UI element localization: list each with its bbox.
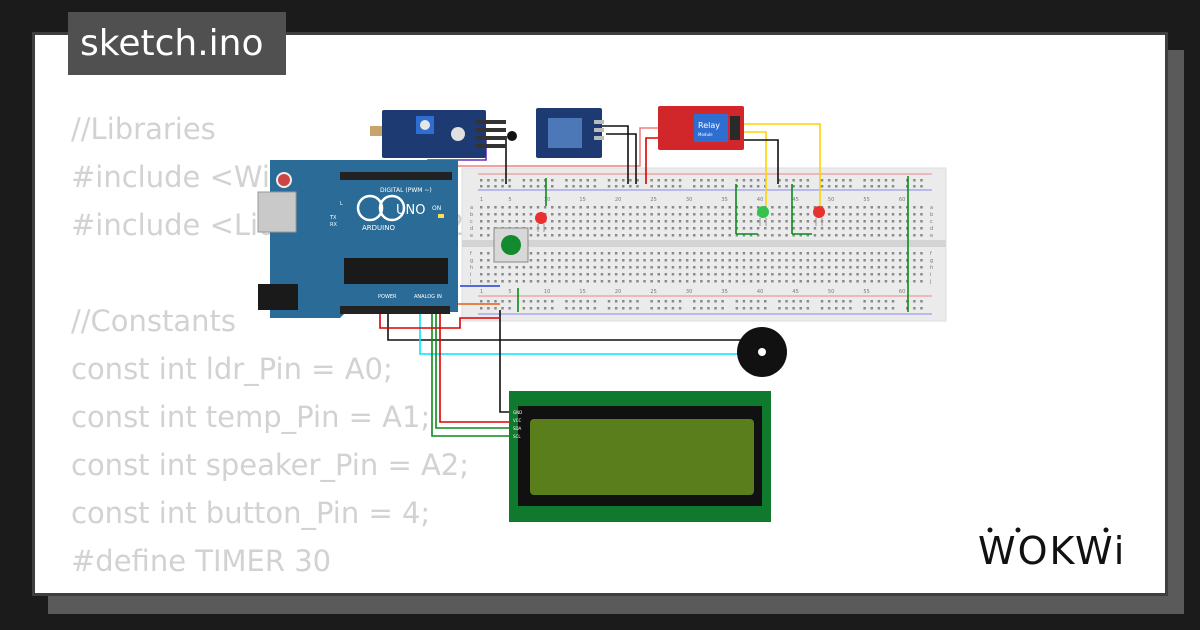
breadboard-column-number: 1: [480, 289, 483, 295]
buzzer: [737, 327, 787, 377]
breadboard-column-number: 35: [721, 289, 727, 295]
code-line: const int button_Pin = 4;: [71, 496, 431, 530]
breadboard-column-number: 55: [863, 197, 869, 203]
usb-port: [257, 191, 297, 233]
breadboard-column-number: 20: [615, 197, 621, 203]
l-label: L: [340, 201, 343, 207]
breadboard-column-number: 60: [899, 289, 905, 295]
code-line: //Libraries: [71, 112, 216, 146]
breadboard-row-letter: e: [470, 233, 473, 239]
breadboard-column-number: 20: [615, 289, 621, 295]
temperature-sensor-module: [507, 108, 604, 158]
breadboard-column-number: 40: [757, 197, 763, 203]
arduino-uno-board: UNO ARDUINO DIGITAL (PWM ~) POWER ANALOG…: [257, 160, 458, 318]
led-red-2: [813, 206, 825, 226]
breadboard-column-number: 1: [480, 197, 483, 203]
digital-header: [340, 172, 452, 180]
breadboard-column-number: 25: [650, 289, 656, 295]
wokwi-logo: WOKWi: [978, 527, 1126, 573]
lcd-display: GND VCC SDA SCL: [509, 391, 771, 522]
breadboard-column-number: 15: [579, 289, 585, 295]
breadboard-row-letter: h: [930, 265, 933, 271]
relay-module: Relay Module: [658, 106, 744, 150]
breadboard-row-letter: i: [470, 272, 471, 278]
breadboard-column-number: 10: [544, 197, 550, 203]
breadboard-row-letter: c: [470, 219, 473, 225]
breadboard-row-letter: b: [930, 212, 933, 218]
code-line: #define TIMER 30: [71, 544, 332, 578]
power-jack: [258, 284, 298, 310]
code-line: //Constants: [71, 304, 237, 338]
breadboard-row-letter: d: [470, 226, 473, 232]
pushbutton: [493, 227, 529, 263]
power-analog-header: [340, 306, 450, 314]
breadboard-row-letter: e: [930, 233, 933, 239]
led-green: [757, 206, 769, 226]
breadboard-row-letter: g: [930, 258, 933, 264]
breadboard-row-letter: a: [470, 205, 473, 211]
analog-header-label: ANALOG IN: [414, 294, 442, 300]
breadboard-column-number: 30: [686, 197, 692, 203]
tx-label: TX: [329, 215, 337, 221]
reset-button: [276, 172, 292, 188]
breadboard-column-number: 60: [899, 197, 905, 203]
svg-text:WOKWi: WOKWi: [978, 529, 1126, 573]
breadboard-column-number: 10: [544, 289, 550, 295]
breadboard-column-number: 5: [508, 289, 511, 295]
board-brand: ARDUINO: [362, 224, 395, 232]
breadboard-row-letter: a: [930, 205, 933, 211]
led-red-1: [535, 212, 547, 232]
breadboard-row-letter: i: [930, 272, 931, 278]
arduino-logo-icon: [356, 194, 384, 222]
breadboard-column-number: 30: [686, 289, 692, 295]
breadboard-column-number: 15: [579, 197, 585, 203]
lcd-pin-label: SDA: [513, 426, 522, 431]
breadboard-row-letter: b: [470, 212, 473, 218]
file-tab[interactable]: sketch.ino: [68, 12, 286, 75]
breadboard-column-number: 40: [757, 289, 763, 295]
lcd-pin-label: GND: [513, 410, 522, 415]
code-line: const int temp_Pin = A1;: [71, 400, 431, 434]
relay-label: Relay: [698, 121, 720, 130]
breadboard-row-letter: c: [930, 219, 933, 225]
breadboard-column-number: 5: [508, 197, 511, 203]
breadboard-column-number: 35: [721, 197, 727, 203]
breadboard-column-number: 55: [863, 289, 869, 295]
breadboard-row-letter: h: [470, 265, 473, 271]
relay-sublabel: Module: [698, 132, 713, 137]
rx-label: RX: [330, 222, 337, 228]
code-line: const int speaker_Pin = A2;: [71, 448, 470, 482]
on-label: ON: [432, 205, 441, 212]
breadboard-column-number: 50: [828, 289, 834, 295]
breadboard-row-letter: f: [930, 251, 932, 257]
board-model: UNO: [396, 203, 425, 218]
breadboard-row-letter: f: [470, 251, 472, 257]
power-header-label: POWER: [378, 294, 397, 300]
lcd-pin-label: SCL: [513, 434, 521, 439]
breadboard-row-letter: j: [469, 279, 471, 285]
ldr-sensor-module: [370, 110, 506, 158]
wires: [379, 123, 909, 437]
lcd-pin-label: VCC: [513, 418, 522, 423]
breadboard-column-number: 45: [792, 197, 798, 203]
breadboard-column-number: 50: [828, 197, 834, 203]
breadboard-column-number: 45: [792, 289, 798, 295]
breadboard-row-letter: g: [470, 258, 473, 264]
digital-header-label: DIGITAL (PWM ~): [380, 187, 432, 194]
breadboard-row-letter: j: [929, 279, 931, 285]
atmega-chip: [344, 258, 448, 284]
breadboard-row-letter: d: [930, 226, 933, 232]
breadboard-column-number: 25: [650, 197, 656, 203]
code-line: const int ldr_Pin = A0;: [71, 352, 393, 386]
